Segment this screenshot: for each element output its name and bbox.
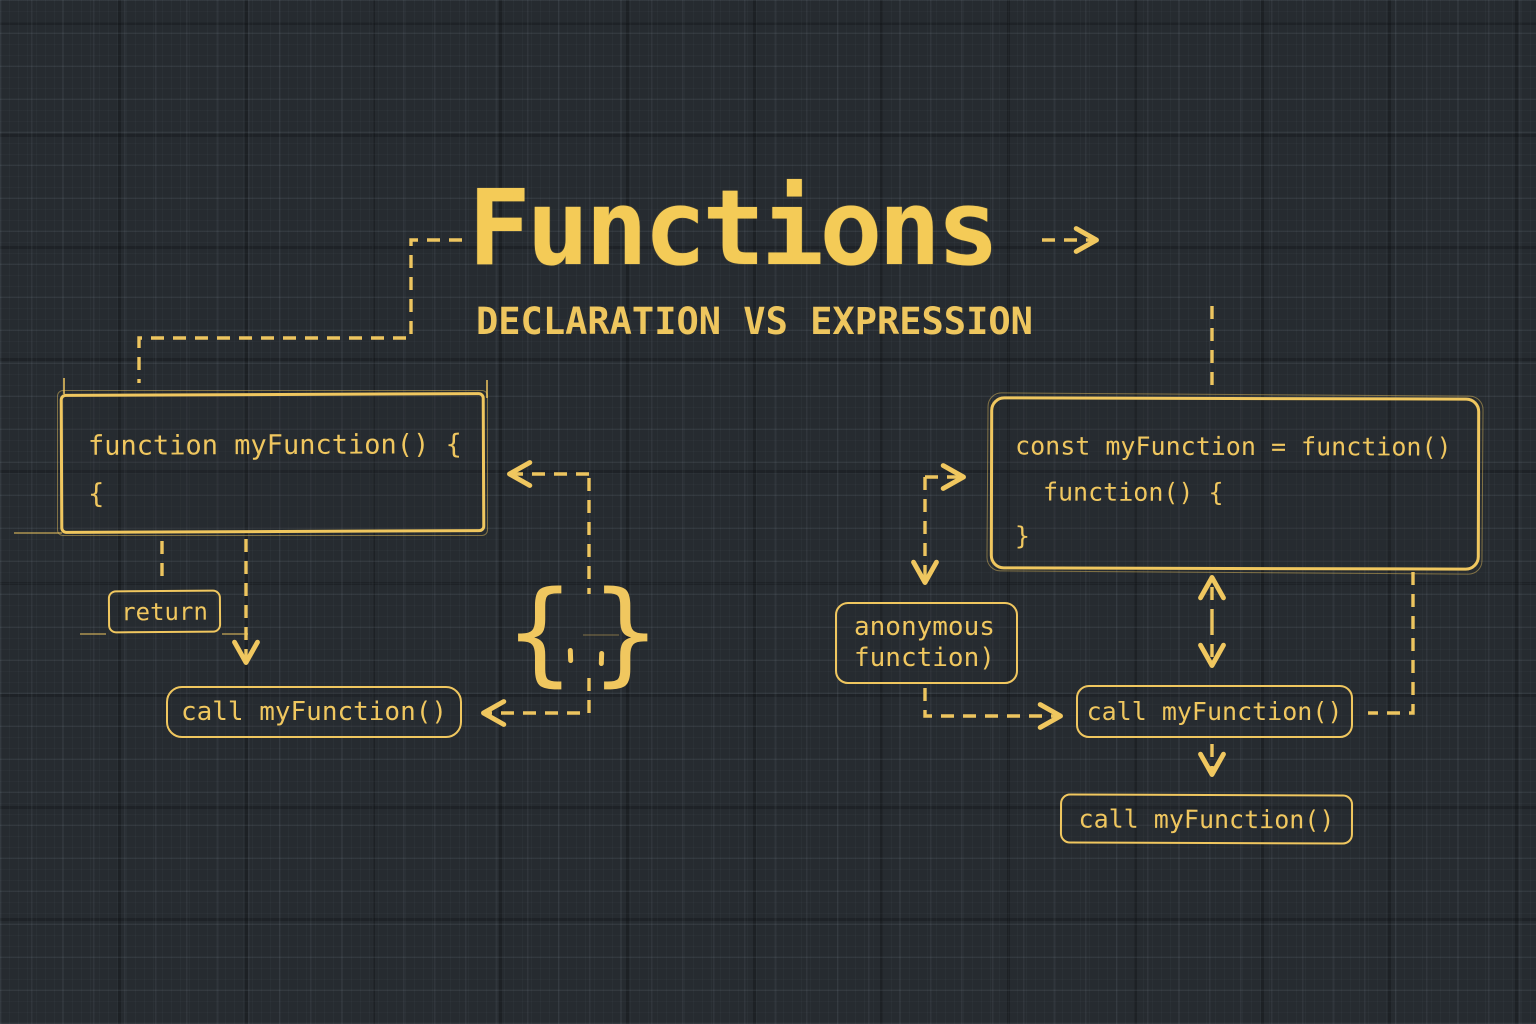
connector-anonymous-to-call-top — [923, 688, 1063, 730]
ornament-tick — [598, 650, 605, 667]
anonymous-function-box: anonymous function) — [835, 602, 1018, 684]
ornament-tick — [567, 647, 574, 664]
sketch-stroke — [63, 378, 65, 394]
return-label: return — [121, 597, 208, 626]
return-label-box: return — [107, 589, 222, 634]
call-expression-label-top: call myFunction() — [1086, 697, 1343, 726]
call-expression-box-bottom: call myFunction() — [1059, 793, 1354, 845]
declaration-code-line-1: function myFunction() { — [87, 429, 462, 462]
declaration-code-box: function myFunction() { { — [59, 392, 486, 534]
connector-title-to-left-box — [137, 238, 462, 383]
sketch-stroke — [80, 633, 106, 635]
call-expression-box-top: call myFunction() — [1076, 685, 1353, 738]
page-title: Functions — [468, 167, 1000, 289]
connector-right-box-elbow — [1368, 572, 1415, 715]
anonymous-label-line-2: function) — [854, 643, 995, 673]
sketch-stroke — [14, 532, 62, 534]
ornament-brace-open: { — [506, 568, 574, 698]
page-subtitle: DECLARATION VS EXPRESSION — [476, 300, 1033, 343]
anonymous-label-line-1: anonymous — [854, 612, 995, 642]
call-expression-label-bottom: call myFunction() — [1078, 804, 1335, 834]
call-declaration-label: call myFunction() — [180, 697, 448, 727]
expression-code-line-3: } — [1014, 521, 1030, 551]
declaration-code-line-2: { — [88, 478, 105, 510]
expression-code-line-2: function() { — [1042, 477, 1224, 507]
sketch-stroke — [583, 634, 619, 636]
ornament-brace-close: } — [592, 568, 660, 698]
expression-code-box: const myFunction = function() function()… — [989, 396, 1481, 571]
sketch-stroke — [486, 380, 488, 398]
call-declaration-box: call myFunction() — [166, 686, 462, 738]
sketch-stroke — [222, 633, 248, 635]
expression-code-line-1: const myFunction = function() — [1015, 431, 1452, 462]
